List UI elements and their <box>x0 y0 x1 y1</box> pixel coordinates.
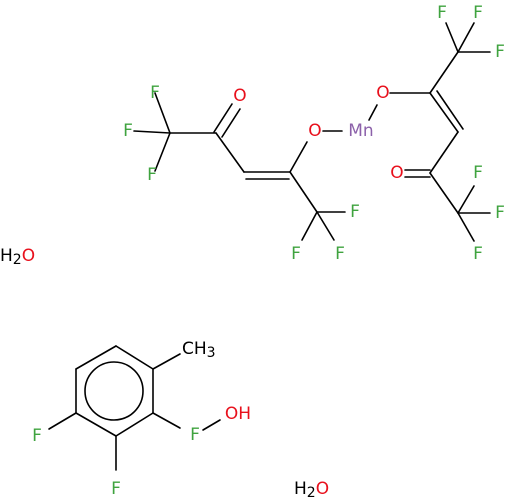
fluorine-atom: F <box>473 3 483 23</box>
fluorine-atom: F <box>150 83 160 103</box>
right-ligand-labels: O F F F O F F F <box>376 3 505 264</box>
hydroxyl-group: OH <box>225 404 251 424</box>
fluorine-atom: F <box>437 3 447 23</box>
fluorine-atom: F <box>123 121 133 141</box>
fluorine-atom: F <box>335 244 345 264</box>
fluorine-atom: F <box>32 426 42 446</box>
fluorine-atom: F <box>350 202 360 222</box>
water-molecule: H2O <box>0 246 35 268</box>
oxygen-atom: O <box>308 121 321 141</box>
water-molecule: H2O <box>294 479 329 501</box>
fluorine-atom: F <box>291 244 301 264</box>
methyl-group: CH3 <box>182 339 216 361</box>
fluorine-atom: F <box>147 165 157 185</box>
left-ligand-bonds <box>133 92 346 241</box>
oxygen-atom: O <box>390 163 403 183</box>
oxygen-atom: O <box>233 86 246 106</box>
aromatic-labels: CH3 F OH F F <box>32 339 251 499</box>
left-ligand-labels: F F F O O F F F <box>123 83 360 264</box>
fluorine-atom: F <box>495 203 505 223</box>
fluorine-atom: F <box>190 425 200 445</box>
oxygen-atom: O <box>376 83 389 103</box>
right-ligand-bonds <box>368 22 491 242</box>
fluorine-atom: F <box>495 42 505 62</box>
fluorine-atom: F <box>473 163 483 183</box>
benzene-ring-bonds <box>48 345 221 471</box>
manganese-atom: Mn <box>348 121 373 141</box>
fluorine-atom: F <box>473 244 483 264</box>
fluorine-atom: F <box>111 479 121 499</box>
